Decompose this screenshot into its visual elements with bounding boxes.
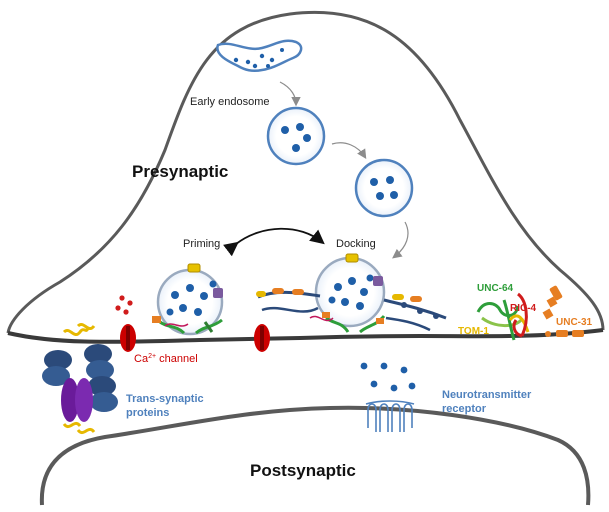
calcium-channel-left bbox=[120, 324, 136, 352]
early-endosome bbox=[216, 39, 303, 73]
early-endosome-label: Early endosome bbox=[190, 96, 270, 108]
docking-label: Docking bbox=[336, 238, 376, 250]
neurotransmitter-receptor bbox=[365, 400, 415, 432]
neurotransmitter-label-1: Neurotransmitter bbox=[442, 389, 532, 401]
neurotransmitter-label-2: receptor bbox=[442, 403, 487, 415]
snare-cluster bbox=[476, 285, 584, 341]
primed-vesicle bbox=[152, 263, 224, 336]
calcium-ions bbox=[115, 295, 133, 315]
synaptic-vesicle-2 bbox=[354, 158, 414, 218]
docked-vesicle bbox=[309, 253, 386, 334]
postsynaptic-outline bbox=[39, 405, 591, 506]
scaffold-chain-left bbox=[256, 288, 321, 313]
ric4-label: RIC-4 bbox=[510, 303, 537, 314]
synaptic-vesicle-1 bbox=[266, 106, 326, 166]
priming-label: Priming bbox=[183, 238, 220, 250]
trans-synaptic-label-2: proteins bbox=[126, 407, 169, 419]
ca-channel-label: Ca2+ channel bbox=[134, 353, 198, 365]
trans-synaptic-label-1: Trans-synaptic bbox=[126, 393, 204, 405]
scaffold-chain-right bbox=[383, 294, 447, 332]
tom1-label: TOM-1 bbox=[458, 326, 489, 337]
calcium-channel-right bbox=[254, 324, 270, 352]
unc31-label: UNC-31 bbox=[556, 317, 593, 328]
arrow-vesicle-to-vesicle bbox=[331, 142, 367, 160]
postsynaptic-label: Postsynaptic bbox=[250, 461, 356, 480]
unc64-label: UNC-64 bbox=[477, 283, 514, 294]
arrow-endosome-to-vesicle bbox=[279, 81, 301, 107]
trans-synaptic-proteins bbox=[42, 323, 118, 435]
released-neurotransmitter bbox=[360, 362, 416, 392]
arrow-vesicle-to-docking bbox=[392, 221, 409, 259]
active-zone-membrane bbox=[7, 328, 604, 344]
priming-docking-arrow bbox=[223, 227, 325, 257]
presynaptic-outline bbox=[6, 10, 605, 334]
presynaptic-label: Presynaptic bbox=[132, 162, 228, 181]
